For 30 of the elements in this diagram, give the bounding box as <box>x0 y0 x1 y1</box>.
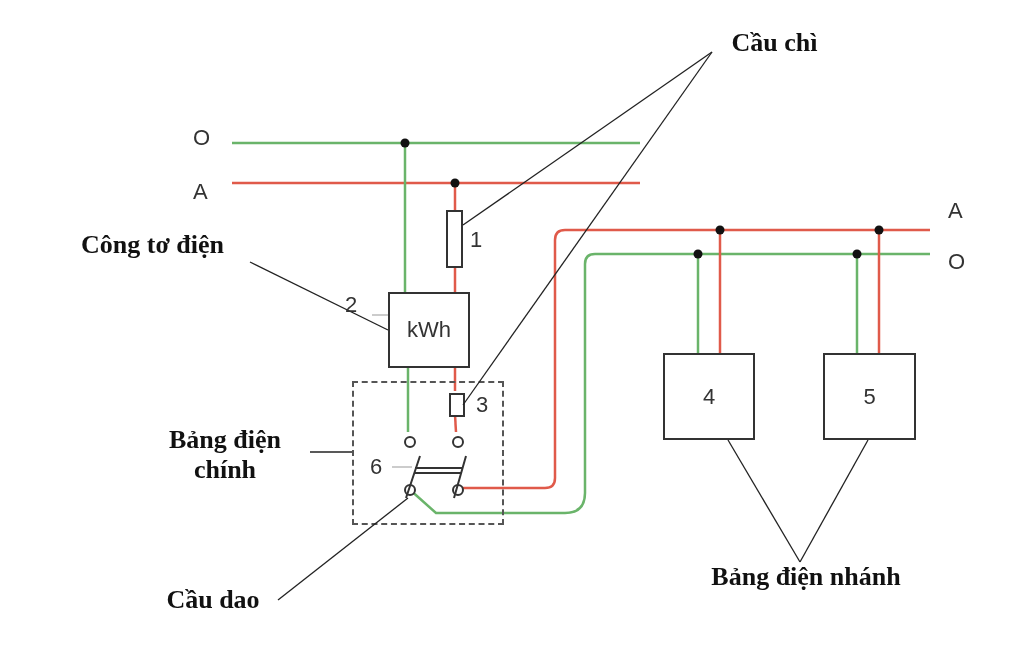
branch-panel-box: 4 <box>663 353 755 440</box>
callout-number: 2 <box>345 293 358 317</box>
meter-box: kWh <box>388 292 470 368</box>
line-label: A <box>193 180 208 204</box>
callout-number: 1 <box>470 228 483 252</box>
callout-label: Cầu dao <box>148 585 278 621</box>
leader-line <box>309 451 353 453</box>
callout-label: Công tơ điện <box>55 230 250 266</box>
callout-number: 6 <box>370 455 383 479</box>
callout-label: Bảng điện nhánh <box>676 562 936 598</box>
leader-line <box>727 439 801 563</box>
callout-number: 3 <box>476 393 489 417</box>
branch-panel-box: 5 <box>823 353 916 440</box>
wire <box>453 414 458 433</box>
leader-line <box>277 497 409 601</box>
leader-line <box>249 261 389 331</box>
panel-outline <box>352 381 504 525</box>
wire <box>406 368 410 432</box>
wire <box>453 368 457 391</box>
line-label: O <box>948 250 966 274</box>
leader-line <box>799 439 869 563</box>
leader-line <box>462 51 713 226</box>
wire <box>453 268 457 292</box>
callout-label: Bảng điện chính <box>140 425 310 489</box>
line-label: O <box>193 126 211 150</box>
fuse-symbol <box>446 210 463 268</box>
callout-label: Cầu chì <box>712 28 837 64</box>
leader-line <box>462 51 713 406</box>
line-label: A <box>948 199 963 223</box>
fuse-symbol <box>449 393 465 417</box>
